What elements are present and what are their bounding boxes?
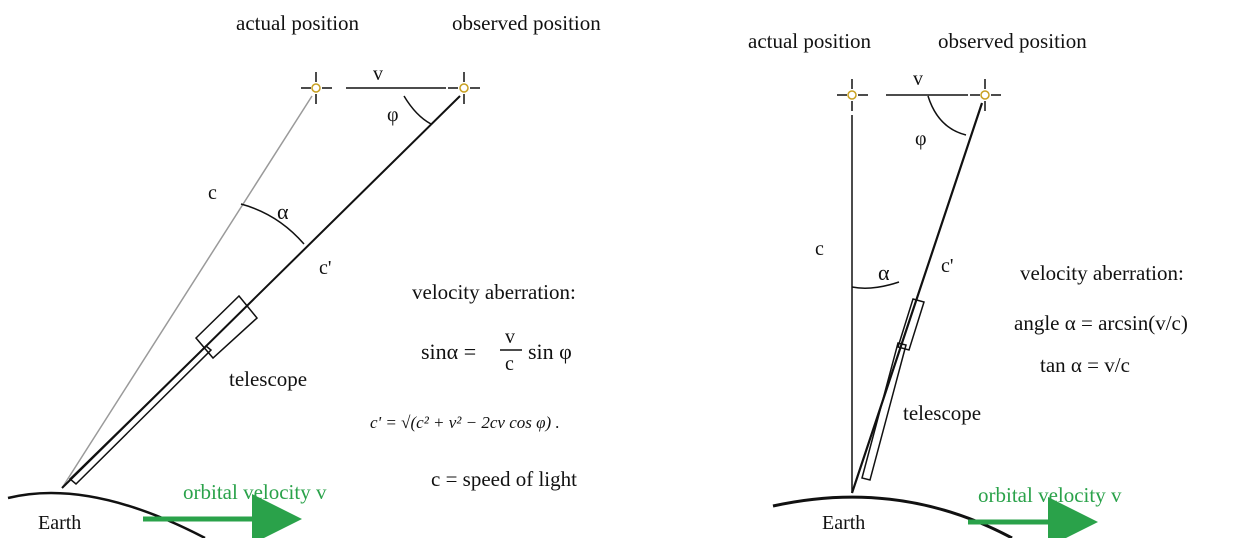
right-alpha-arc [851, 281, 900, 289]
left-telescope [68, 294, 259, 486]
left-alpha-label: α [277, 199, 289, 224]
left-earth-label: Earth [38, 512, 81, 534]
right-orbital-label: orbital velocity v [978, 483, 1122, 507]
left-formula-sin-c: c [505, 353, 514, 375]
left-phi-arc [403, 95, 432, 125]
left-orbital-label: orbital velocity v [183, 480, 327, 504]
right-phi-arc [927, 95, 967, 136]
left-telescope-label: telescope [229, 367, 307, 391]
right-observed-star-icon [970, 79, 1001, 111]
right-alpha-label: α [878, 260, 890, 285]
left-earth-arc [7, 491, 206, 538]
right-phi-label: φ [915, 128, 927, 150]
right-diagram: actual position observed position v φ c … [748, 29, 1188, 538]
right-actual-star-icon [837, 79, 868, 111]
left-alpha-arc [240, 203, 305, 245]
left-cprime-label: c' [319, 257, 331, 279]
right-formula-angle: angle α = arcsin(v/c) [1014, 311, 1188, 335]
right-telescope-label: telescope [903, 401, 981, 425]
left-formula-title: velocity aberration: [412, 280, 576, 304]
left-phi-label: φ [387, 104, 399, 126]
right-observed-position-label: observed position [938, 29, 1087, 53]
right-cprime-line [850, 102, 984, 494]
right-earth-arc [772, 495, 1013, 538]
left-formula-sin-rhs: sin φ [528, 339, 572, 364]
left-formula-sin-lhs: sinα = [421, 339, 476, 364]
right-earth-label: Earth [822, 512, 865, 534]
right-formula-title: velocity aberration: [1020, 261, 1184, 285]
left-observed-star-icon [448, 72, 480, 104]
left-v-label: v [373, 63, 383, 85]
left-actual-position-label: actual position [236, 11, 360, 35]
left-formula-sin-v: v [505, 326, 515, 348]
left-diagram: actual position observed position v φ c … [7, 11, 601, 538]
right-telescope [861, 298, 925, 481]
right-v-label: v [913, 68, 923, 90]
right-formula-tan: tan α = v/c [1040, 353, 1130, 377]
left-actual-star-icon [301, 72, 332, 104]
right-actual-position-label: actual position [748, 29, 872, 53]
left-formula-c-def: c = speed of light [431, 467, 577, 491]
left-c-label: c [208, 182, 217, 204]
left-formula-cprime: c' = √(c² + v² − 2cv cos φ) . [370, 413, 560, 432]
left-observed-position-label: observed position [452, 11, 601, 35]
right-cprime-label: c' [941, 255, 953, 277]
right-c-label: c [815, 238, 824, 260]
left-c-line [61, 95, 313, 489]
